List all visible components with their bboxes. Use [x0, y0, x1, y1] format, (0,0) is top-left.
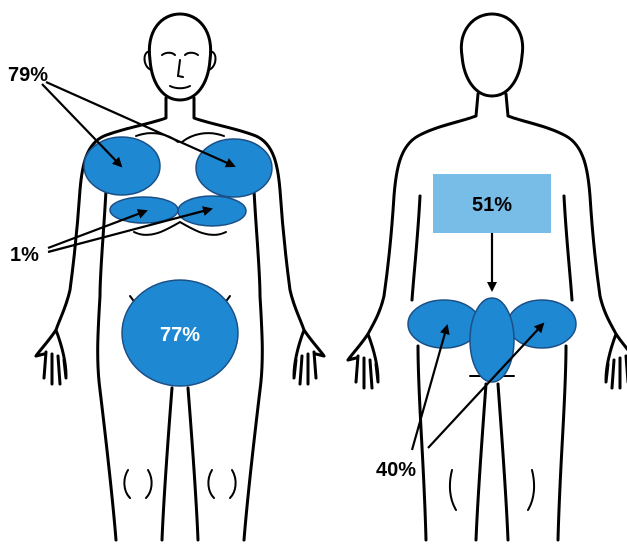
- front-body-outline: [36, 14, 324, 540]
- abdomen-percentage-label: 77%: [160, 324, 200, 346]
- chest-percentage-label: 79%: [8, 64, 48, 86]
- front-right-chest-region: [196, 139, 272, 197]
- back-sacral-region: [470, 298, 514, 382]
- buttocks-percentage-label: 40%: [376, 459, 416, 481]
- chest-arrow-left: [42, 84, 121, 166]
- lower-chest-percentage-label: 1%: [10, 244, 39, 266]
- front-right-lower-chest-region: [178, 196, 246, 226]
- lower-back-percentage-label: 51%: [472, 194, 512, 216]
- front-left-chest-region: [84, 137, 160, 195]
- back-left-buttock-region: [408, 300, 480, 348]
- front-left-lower-chest-region: [110, 197, 178, 223]
